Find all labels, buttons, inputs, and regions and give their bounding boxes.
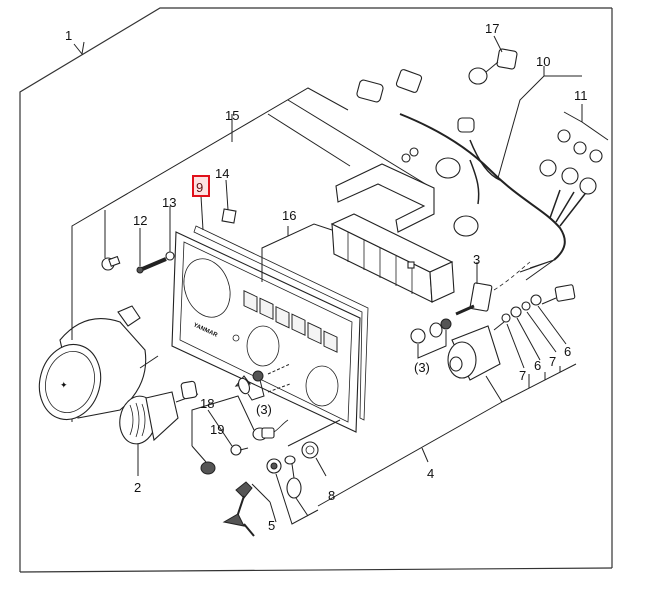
callout-3-left: (3) (256, 402, 272, 417)
tachometer-gauge: ✦ (38, 226, 159, 421)
switch-caps (266, 419, 341, 525)
leader-4-tick (421, 447, 429, 463)
key-switch (447, 321, 505, 381)
indicator-windows (243, 290, 338, 353)
washers-nuts (485, 284, 577, 403)
callout-11: 11 (574, 88, 588, 103)
callout-14: 14 (215, 166, 229, 181)
callout-1: 1 (65, 28, 72, 43)
panel-bulb (101, 210, 121, 271)
callout-9: 9 (196, 180, 203, 195)
bulbs (557, 104, 609, 163)
callout-16: 16 (282, 208, 296, 223)
pilot-switch-group (234, 363, 291, 401)
callout-4: 4 (427, 466, 434, 481)
callout-19: 19 (210, 422, 224, 437)
lamp-socket (468, 35, 518, 85)
clip (221, 179, 237, 224)
washer (165, 206, 175, 261)
pilot-lamp (191, 395, 289, 475)
wiring-harness (356, 66, 597, 281)
callout-7b: 7 (549, 354, 556, 369)
callout-13: 13 (162, 195, 176, 210)
panel-gasket (193, 195, 369, 421)
callout-3-right: (3) (414, 360, 430, 375)
assembly-frame (19, 7, 613, 573)
callout-3: 3 (473, 252, 480, 267)
leader-1 (73, 41, 85, 56)
callout-15: 15 (225, 108, 239, 123)
callout-2: 2 (134, 480, 141, 495)
leader-4 (317, 401, 503, 507)
ignition-key (222, 481, 271, 537)
callout-10: 10 (536, 54, 550, 69)
callout-9-highlight (192, 175, 210, 197)
svg-text:✦: ✦ (60, 380, 68, 390)
front-panel-plate: YANMAR (171, 231, 361, 433)
indicator-unit (261, 213, 455, 303)
switch-nut-washers (410, 318, 452, 359)
callout-labels: 1 2 3 (3) (3) 4 5 6 6 7 7 8 9 10 11 12 1… (65, 21, 588, 533)
callout-6a: 6 (534, 358, 541, 373)
callout-8: 8 (328, 488, 335, 503)
callout-5: 5 (268, 518, 275, 533)
callout-18: 18 (200, 396, 214, 411)
bracket (231, 124, 435, 233)
screw (136, 228, 167, 274)
callout-12: 12 (133, 213, 147, 228)
buzzer (119, 380, 199, 476)
callout-7a: 7 (519, 368, 526, 383)
toggle-switch (455, 261, 531, 316)
callout-17: 17 (485, 21, 499, 36)
callout-6b: 6 (564, 344, 571, 359)
